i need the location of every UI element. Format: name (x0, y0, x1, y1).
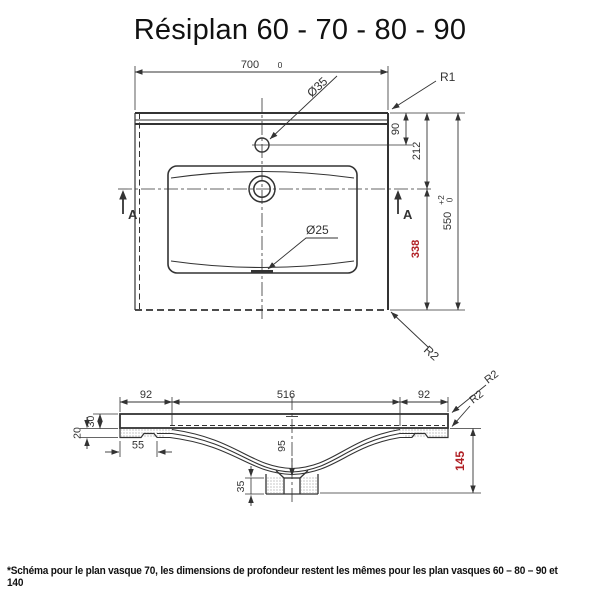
dim-overall-width: 700 (241, 59, 259, 71)
extension-lines (134, 66, 465, 311)
dim-bowl-center-depth: 95 (276, 440, 288, 452)
basin-slope-top (170, 170, 355, 179)
dim-radius-r2-topview: R2 (421, 343, 442, 364)
right-ledge-body (411, 428, 449, 439)
basin-slope-bottom (170, 260, 355, 269)
dim-overall-depth-tol-upper: +2 (436, 195, 446, 205)
r1-leader (391, 80, 437, 110)
footnote: *Schéma pour le plan vasque 70, les dime… (7, 565, 558, 589)
dim-radius-r2-edge-bottom: R2 (467, 388, 485, 406)
dimension-lines (134, 69, 461, 311)
dim-ledge-depth: 55 (132, 440, 144, 452)
dim-drain-boss-height: 35 (235, 481, 247, 493)
dim-overall-depth: 550 (442, 212, 454, 230)
dim-back-to-faucet: 90 (390, 123, 402, 135)
page-title: Résiplan 60 - 70 - 80 - 90 (133, 14, 467, 46)
dim-radius-r1: R1 (440, 70, 456, 84)
section-view-drawing (80, 384, 487, 506)
dim-right-ledge: 92 (418, 389, 430, 401)
r2-leader-edge-bottom (451, 405, 471, 427)
top-view-drawing (118, 66, 465, 348)
section-dimension-lines (84, 399, 476, 506)
section-label-right: A (403, 207, 413, 222)
dim-overall-depth-tol-lower: 0 (445, 197, 455, 202)
dim-bowl-width: 516 (277, 389, 295, 401)
dim-radius-r2-edge-top: R2 (482, 368, 500, 386)
dim-faucet-dia: Ø35 (304, 74, 330, 100)
section-cut-arrows (119, 190, 402, 214)
basin-outline (167, 165, 358, 274)
solid-material-hatch (121, 429, 447, 493)
dim-overflow-dia: Ø25 (306, 223, 329, 237)
r2-leader-edge-top (451, 384, 487, 413)
dim-axis-to-front: 338 (410, 240, 422, 258)
left-ledge-body (119, 428, 158, 439)
dim-overall-width-tol: 0 (278, 60, 283, 70)
dim-top-thickness: 30 (85, 416, 97, 428)
section-extension-lines (80, 397, 481, 495)
dim-left-ledge: 92 (140, 389, 152, 401)
dim-back-to-axis: 212 (411, 142, 423, 160)
overflow-leader (267, 237, 338, 270)
section-label-left: A (128, 207, 138, 222)
countertop-slab (119, 413, 449, 429)
dim-total-height: 145 (453, 451, 467, 471)
dim-edge-height: 20 (72, 427, 84, 439)
faucet-leader (269, 75, 338, 140)
r2-leader-topview (390, 311, 429, 348)
